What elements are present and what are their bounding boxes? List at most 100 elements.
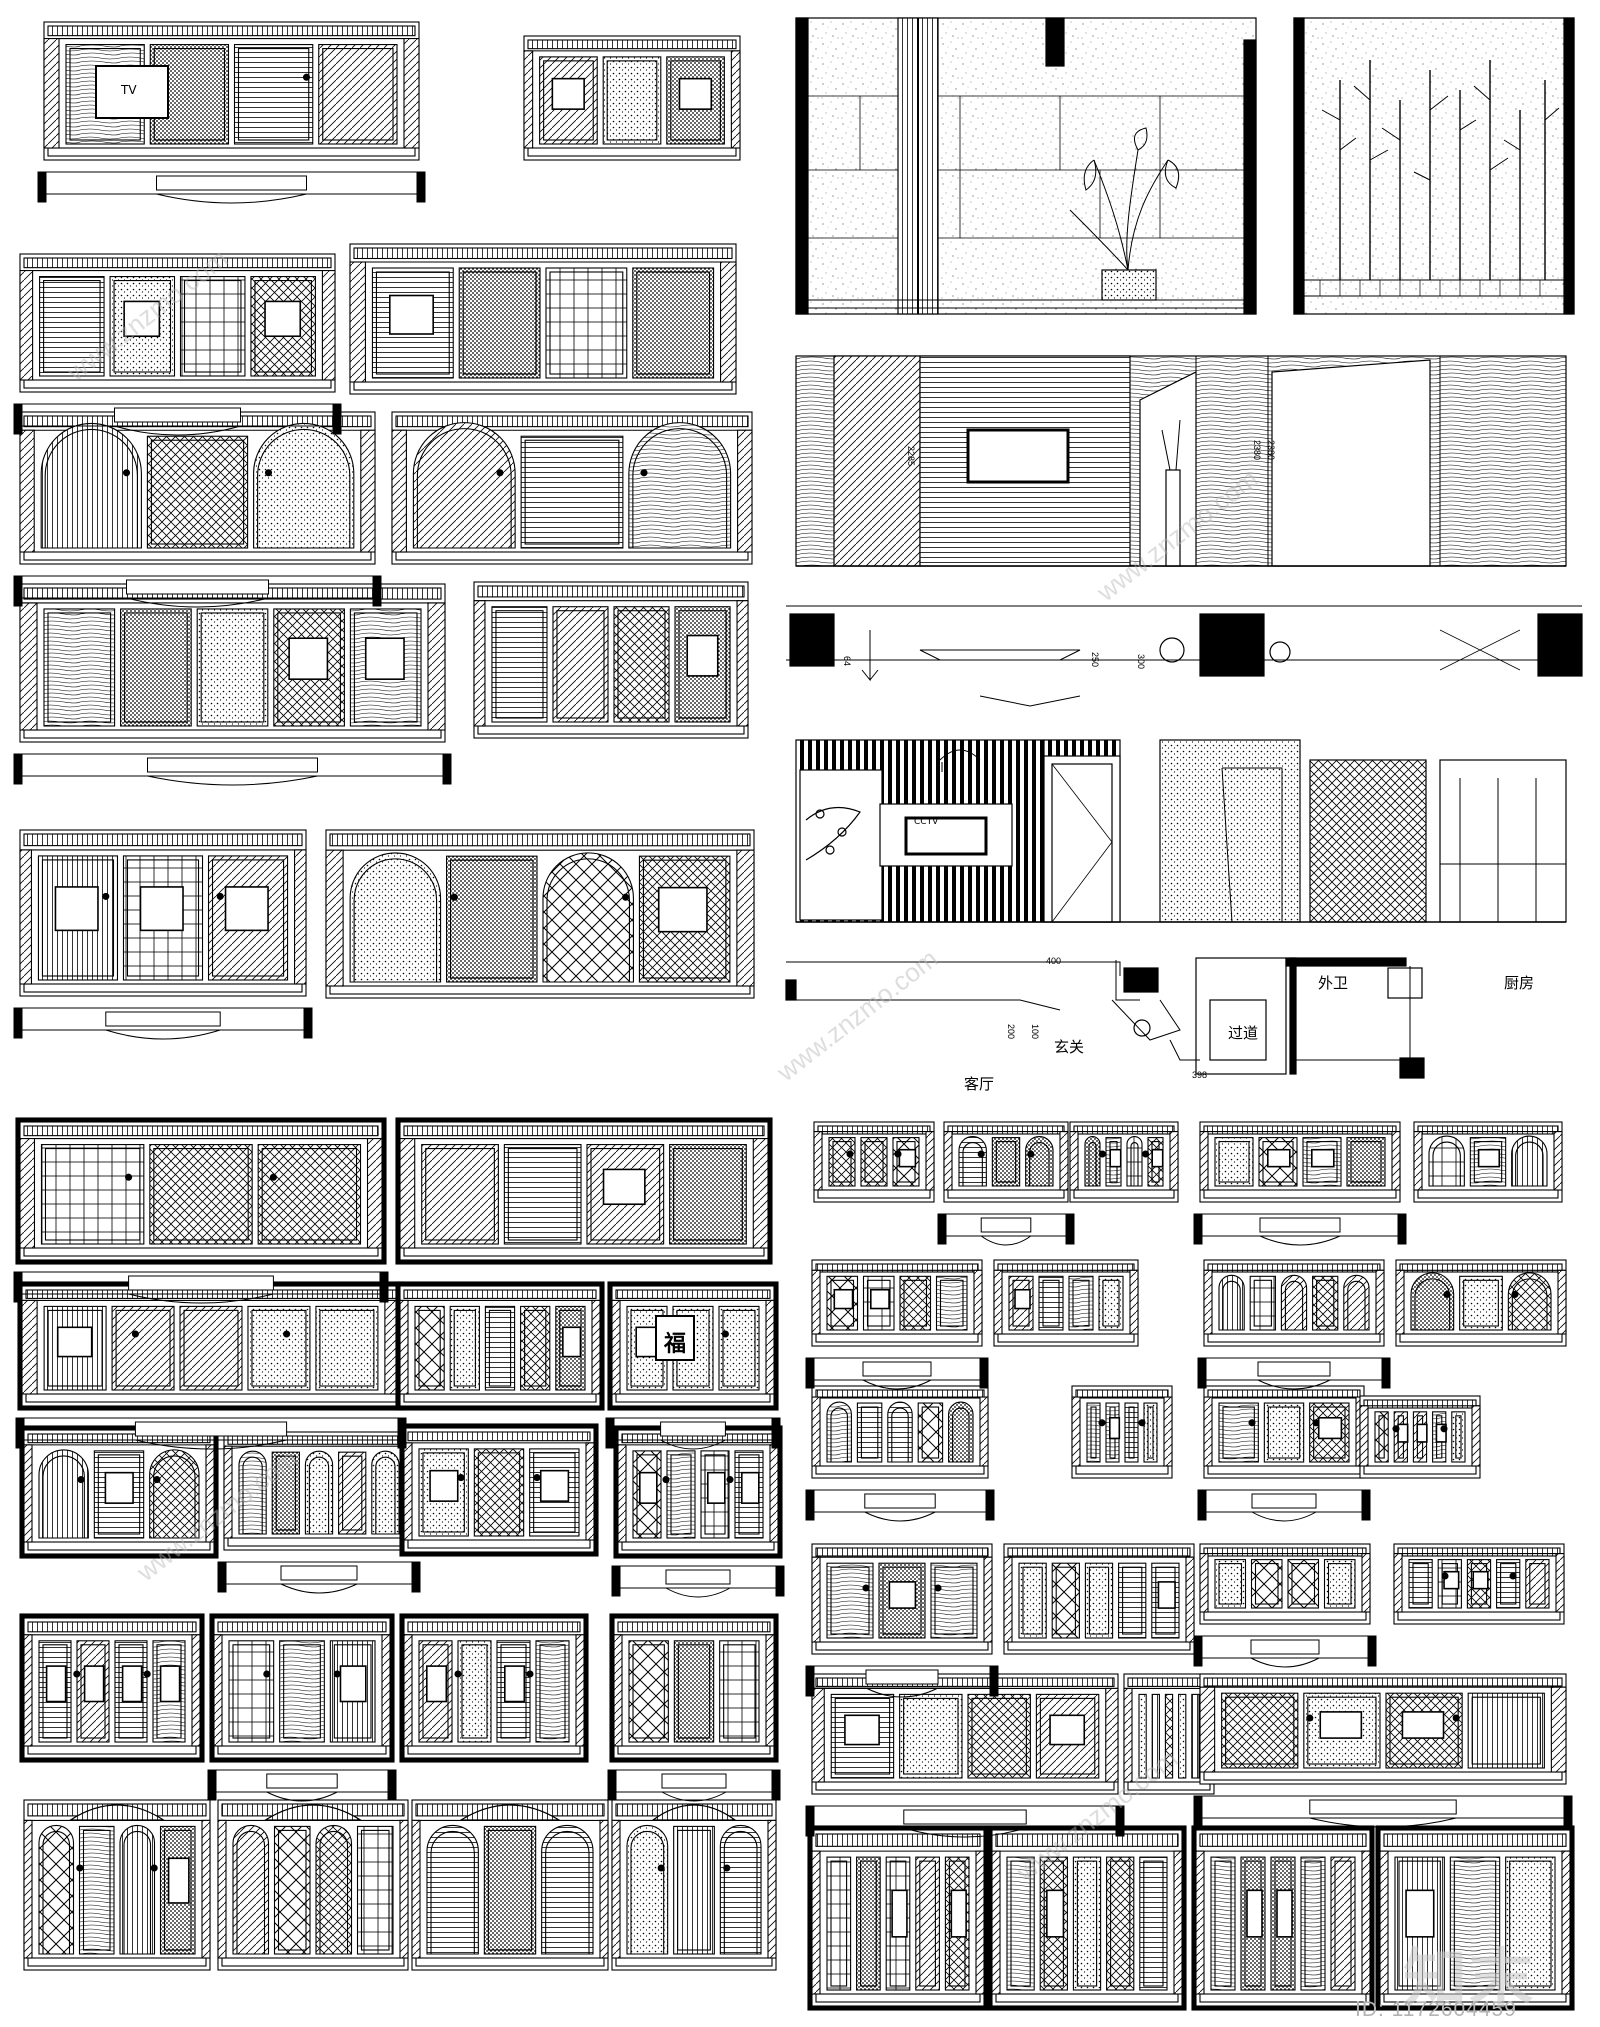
- dimension-64: 64: [842, 656, 852, 667]
- plan-strip: [217, 1561, 421, 1594]
- elevation-panel-aw: [987, 1825, 1187, 2011]
- elevation-panel-ag: [811, 1259, 983, 1347]
- elevation-panel-y: [217, 1799, 409, 1971]
- elevation-panel-c: [19, 253, 336, 393]
- plan-strip: [13, 753, 452, 786]
- plan-strip: [13, 1007, 313, 1040]
- watermark-logo: 知末: [1403, 1943, 1535, 2017]
- dimension-2285: 2285: [906, 446, 916, 467]
- elevation-panel-w: [609, 1613, 779, 1763]
- wood-panel-elevation: [795, 355, 1567, 567]
- plan-strip: [1197, 1357, 1391, 1390]
- cctv-label: CCTV: [914, 817, 939, 827]
- plan-strip: [15, 1417, 407, 1450]
- elevation-panel-ay: [1375, 1825, 1575, 2011]
- elevation-panel-v: [399, 1613, 589, 1763]
- plan-strip: [13, 403, 342, 436]
- elevation-panel-j: [325, 829, 755, 999]
- plan-strip: [937, 1213, 1075, 1246]
- tv-wall-frame: [95, 65, 169, 119]
- elevation-panel-m: [17, 1281, 405, 1411]
- elevation-panel-av: [807, 1825, 989, 2011]
- elevation-panel-ar: [1393, 1543, 1565, 1625]
- dome-crown: [68, 1804, 166, 1821]
- elevation-panel-ak: [811, 1385, 989, 1479]
- plan-strip: [1193, 1795, 1573, 1828]
- living-room-label: 客厅: [964, 1075, 995, 1093]
- plan-strip: [607, 1769, 781, 1802]
- dimension-400: 400: [1046, 956, 1062, 966]
- elevation-panel-ae: [1199, 1121, 1401, 1203]
- elevation-panel-g: [19, 583, 446, 743]
- elevation-panel-ac: [943, 1121, 1069, 1203]
- plan-strip: [1197, 1489, 1371, 1522]
- elevation-panels: [15, 21, 1575, 2011]
- plan-strip: [207, 1769, 397, 1802]
- cctv-wall-elevation: [795, 739, 1567, 923]
- plan-strip: [1193, 1635, 1377, 1668]
- elevation-panel-aq: [1199, 1543, 1371, 1625]
- plan-strip: [805, 1665, 999, 1698]
- elevation-panel-af: [1413, 1121, 1563, 1203]
- elevation-panel-an: [1359, 1395, 1481, 1479]
- bamboo-elevation: [1293, 17, 1575, 315]
- plan-strip-a: [786, 605, 1583, 707]
- elevation-panel-ab: [813, 1121, 935, 1203]
- plan-strip: [805, 1489, 995, 1522]
- elevation-panel-h: [473, 581, 749, 739]
- elevation-panel-z: [411, 1799, 609, 1971]
- dimension-100: 100: [1030, 1024, 1040, 1040]
- elevation-panel-i: [19, 829, 307, 997]
- elevation-panel-t: [19, 1613, 205, 1763]
- elevation-panel-al: [1071, 1385, 1173, 1479]
- elevation-panel-k: [15, 1117, 387, 1265]
- elevation-panel-d: [349, 243, 737, 395]
- dimension-2380-b: 2380: [1266, 440, 1276, 461]
- dome-crown: [651, 1804, 737, 1821]
- entrance-label: 玄关: [1054, 1038, 1085, 1056]
- dome-crown: [263, 1804, 363, 1821]
- watermark-id: ID: 1172604459: [1355, 1998, 1517, 2021]
- elevation-panel-q: [223, 1431, 415, 1551]
- corridor-label: 过道: [1228, 1024, 1259, 1042]
- elevation-panel-as: [811, 1673, 1119, 1795]
- elevation-panel-x: [23, 1799, 211, 1971]
- elevation-panel-a: [43, 21, 420, 161]
- elevation-panel-s: [613, 1425, 783, 1559]
- elevation-panel-r: [399, 1423, 599, 1557]
- detailed-elevations: [785, 17, 1583, 1079]
- dimension-398: 398: [1192, 1070, 1208, 1080]
- guest-bath-label: 外卫: [1318, 974, 1349, 992]
- stone-wall-elevation: [795, 17, 1257, 315]
- elevation-panel-b: [523, 35, 741, 161]
- elevation-panel-aj: [1395, 1259, 1567, 1347]
- plan-strip: [37, 171, 426, 204]
- dome-crown: [458, 1804, 562, 1821]
- plan-strip: [13, 575, 382, 608]
- dimension-2380-a: 2380: [1252, 440, 1262, 461]
- floor-plan-strip: [785, 957, 1425, 1079]
- elevation-panel-e: [19, 411, 376, 565]
- tv-label: TV: [121, 83, 137, 97]
- plaque-label: 福: [664, 1332, 687, 1357]
- elevation-panel-l: [395, 1117, 773, 1265]
- plan-strips: [13, 171, 1573, 1838]
- elevation-panel-p: [19, 1425, 219, 1559]
- elevation-panel-f: [391, 411, 753, 565]
- plan-strip: [1193, 1213, 1407, 1246]
- elevation-panel-ap: [1003, 1543, 1195, 1655]
- elevation-panel-am: [1203, 1385, 1365, 1479]
- elevation-panel-ao: [811, 1543, 993, 1655]
- plan-strip: [13, 1271, 389, 1304]
- dimension-250: 250: [1090, 652, 1100, 668]
- dimension-200: 200: [1006, 1024, 1016, 1040]
- elevation-panel-ah: [993, 1259, 1139, 1347]
- elevation-panel-n: [395, 1281, 605, 1411]
- plaque-frame: [655, 1315, 695, 1361]
- plan-strip: [611, 1565, 785, 1598]
- elevation-panel-au: [1199, 1673, 1567, 1785]
- plan-strip: [605, 1417, 781, 1450]
- kitchen-label: 厨房: [1504, 974, 1535, 992]
- plan-strip: [805, 1805, 1125, 1838]
